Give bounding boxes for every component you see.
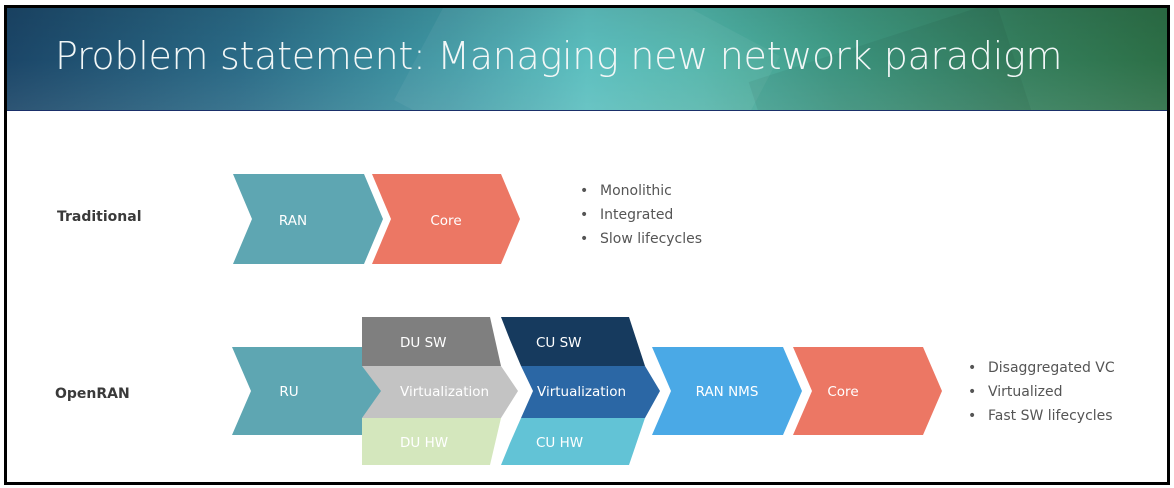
bullet-icon: • xyxy=(580,183,589,199)
block-openran-ru: RU xyxy=(232,347,382,435)
block-label: RU xyxy=(279,384,298,400)
block-label: DU SW xyxy=(400,335,447,351)
banner-shade xyxy=(7,8,1167,110)
layer-shape xyxy=(501,317,645,366)
list-item-text: Fast SW lifecycles xyxy=(988,408,1113,424)
chevron-shape xyxy=(652,347,802,435)
list-item-text: Slow lifecycles xyxy=(600,231,703,247)
block-traditional-ran: RAN xyxy=(233,174,383,264)
row-label-openran: OpenRAN xyxy=(55,386,130,402)
layer-shape xyxy=(362,317,501,366)
block-cu-virtualization: Virtualization xyxy=(521,366,660,418)
list-item-text: Virtualized xyxy=(988,384,1063,400)
slide-title: Problem statement: Managing new network … xyxy=(55,34,1063,78)
layer-shape xyxy=(521,366,660,418)
list-item: • Monolithic xyxy=(575,179,702,203)
layer-shape xyxy=(501,418,645,465)
block-label: Virtualization xyxy=(537,384,626,400)
layer-shape xyxy=(362,418,501,465)
chevron-shape xyxy=(232,347,382,435)
list-item: • Slow lifecycles xyxy=(575,227,702,251)
chevron-shape xyxy=(372,174,520,264)
block-label: RAN NMS xyxy=(696,384,759,400)
block-du-virtualization: Virtualization xyxy=(362,366,518,418)
block-du-sw: DU SW xyxy=(362,317,501,366)
block-openran-ran-nms: RAN NMS xyxy=(652,347,802,435)
block-label: RAN xyxy=(279,213,307,229)
bullet-icon: • xyxy=(968,360,977,376)
list-item: • Fast SW lifecycles xyxy=(963,404,1115,428)
traditional-characteristics-list: • Monolithic • Integrated • Slow lifecycles xyxy=(575,179,702,251)
block-traditional-core: Core xyxy=(372,174,520,264)
list-item: • Integrated xyxy=(575,203,702,227)
block-label: Virtualization xyxy=(400,384,489,400)
chevron-shape xyxy=(233,174,383,264)
block-label: Core xyxy=(827,384,858,400)
row-label-traditional: Traditional xyxy=(57,209,142,225)
list-item: • Virtualized xyxy=(963,380,1115,404)
title-divider xyxy=(7,110,1167,111)
bullet-icon: • xyxy=(968,408,977,424)
block-du-hw: DU HW xyxy=(362,418,501,465)
chevron-shape xyxy=(793,347,942,435)
list-item: • Disaggregated VC xyxy=(963,356,1115,380)
bullet-icon: • xyxy=(968,384,977,400)
bullet-icon: • xyxy=(580,231,589,247)
block-label: CU HW xyxy=(536,435,583,451)
block-cu-hw: CU HW xyxy=(501,418,645,465)
list-item-text: Monolithic xyxy=(600,183,672,199)
block-label: Core xyxy=(430,213,461,229)
title-banner: Problem statement: Managing new network … xyxy=(7,8,1167,110)
block-label: CU SW xyxy=(536,335,582,351)
block-cu-sw: CU SW xyxy=(501,317,645,366)
layer-shape xyxy=(362,366,518,418)
list-item-text: Disaggregated VC xyxy=(988,360,1115,376)
openran-characteristics-list: • Disaggregated VC • Virtualized • Fast SW … xyxy=(963,356,1115,428)
block-openran-core: Core xyxy=(793,347,942,435)
list-item-text: Integrated xyxy=(600,207,674,223)
block-label: DU HW xyxy=(400,435,448,451)
bullet-icon: • xyxy=(580,207,589,223)
